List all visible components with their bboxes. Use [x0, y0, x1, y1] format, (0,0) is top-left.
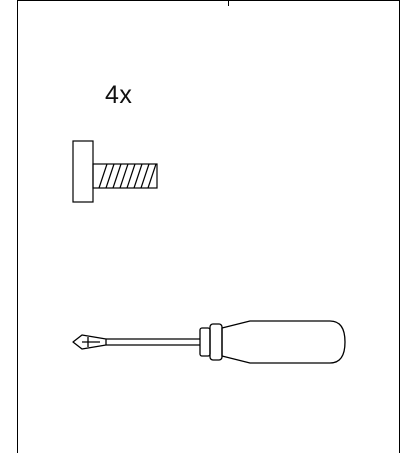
frame-top-tick: [228, 0, 229, 6]
diagram-frame: [17, 0, 400, 453]
screwdriver-icon: [72, 320, 346, 364]
screw-quantity-label: 4x: [105, 81, 133, 109]
screw-icon: [72, 140, 158, 203]
